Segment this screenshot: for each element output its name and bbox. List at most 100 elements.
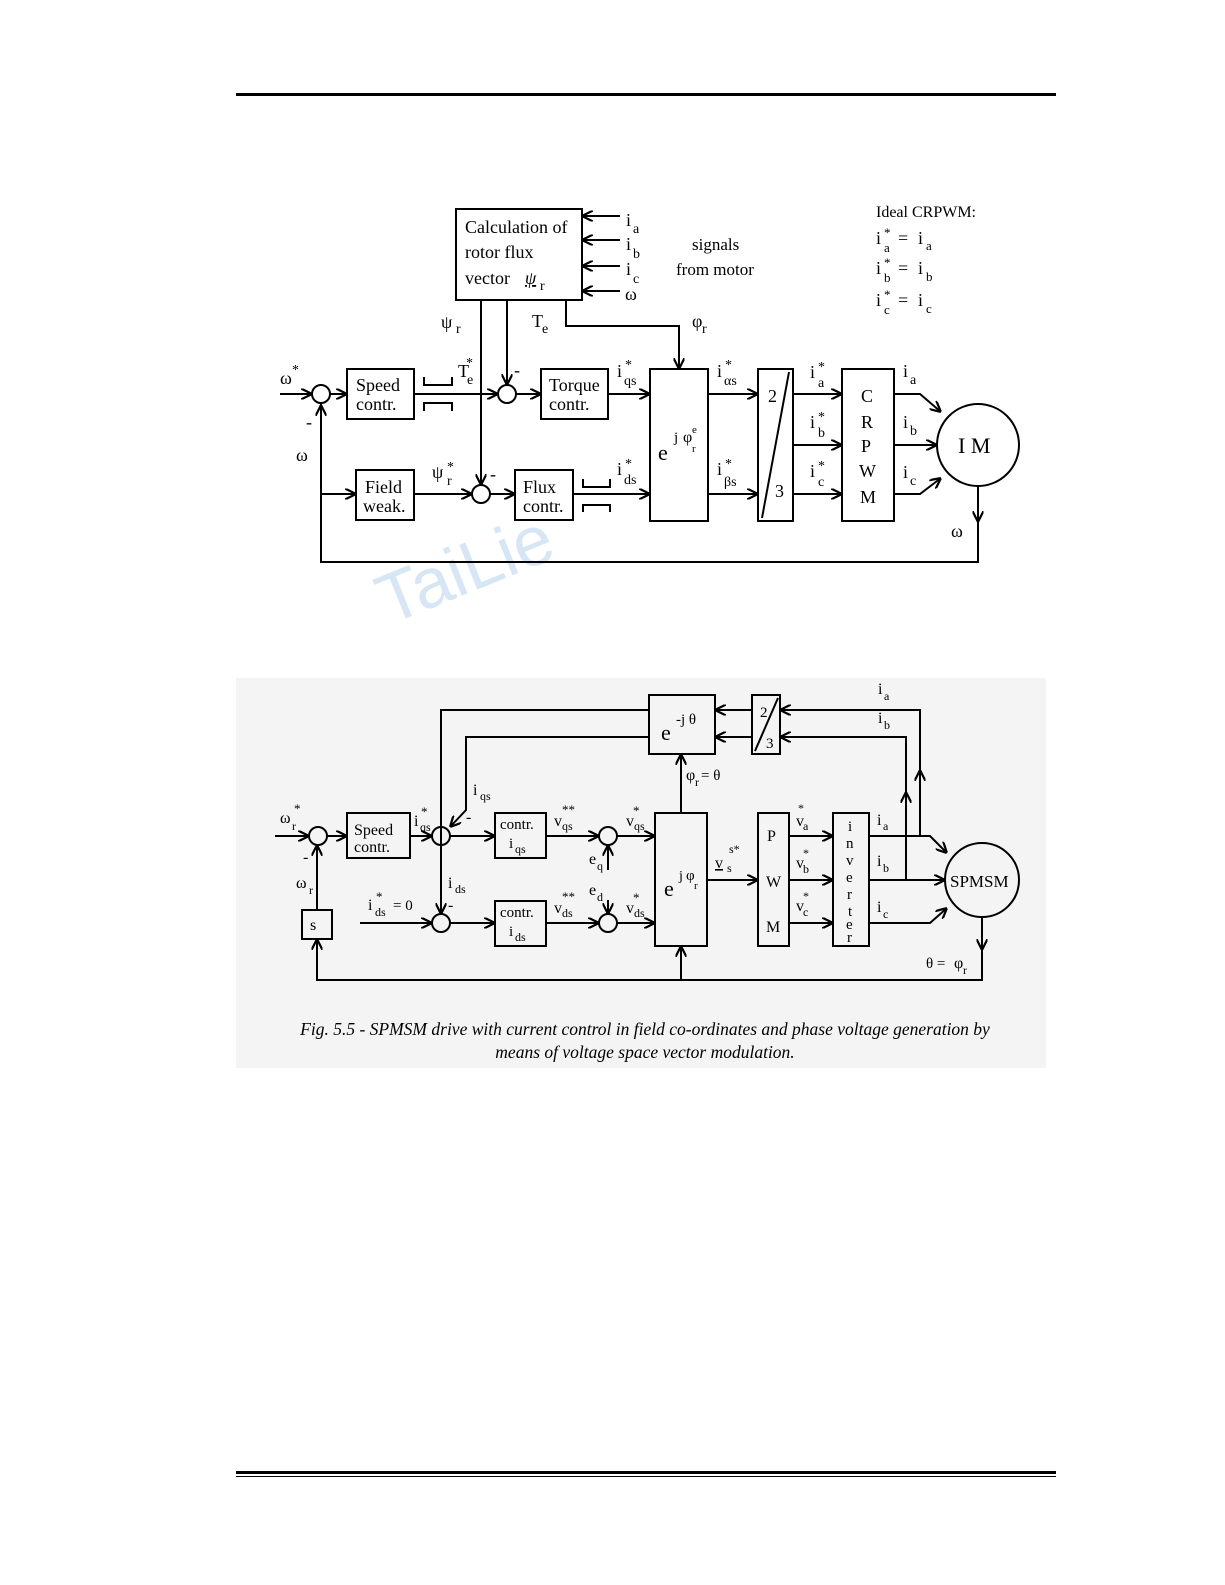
calc-line1: Calculation of <box>465 217 567 237</box>
svg-text:-: - <box>490 464 496 484</box>
lbl-eq: e <box>589 851 596 868</box>
figure-im-drive <box>280 208 1020 563</box>
input-ia: i <box>626 210 631 230</box>
svg-text:q: q <box>597 859 603 873</box>
figure-caption: Fig. 5.5 - SPMSM drive with current cont… <box>250 1018 1040 1064</box>
svg-text:j: j <box>673 430 678 446</box>
svg-text:e: e <box>692 424 697 436</box>
svg-text:-: - <box>306 412 312 432</box>
lbl-ibeta: i <box>717 459 722 479</box>
svg-text:-j θ: -j θ <box>676 712 696 728</box>
svg-text:ds: ds <box>562 906 573 920</box>
ideal-eq-b: i * b = i b <box>876 255 933 285</box>
flux-line2: contr. <box>523 496 564 516</box>
crpwm-p: P <box>861 436 871 456</box>
svg-text:*: * <box>466 356 473 371</box>
svg-text:b: b <box>884 718 890 732</box>
svg-text:-: - <box>514 360 520 380</box>
sum-torque <box>497 384 517 404</box>
lbl-iqs-ref: i <box>414 813 419 830</box>
svg-text:*: * <box>884 255 891 270</box>
svg-text:qs: qs <box>562 819 573 833</box>
speed2-line2: contr. <box>354 839 390 856</box>
svg-text:*: * <box>421 804 428 819</box>
svg-text:s: s <box>727 861 732 875</box>
lbl-ialpha: i <box>717 361 722 381</box>
svg-text:qs: qs <box>624 374 636 389</box>
lbl-ib-2: i <box>877 853 882 870</box>
svg-text:c: c <box>926 301 932 316</box>
torque-line2: contr. <box>549 394 590 414</box>
contr-ids-line1: contr. <box>500 905 534 921</box>
svg-text:a: a <box>818 376 825 391</box>
svg-text:*: * <box>884 287 891 302</box>
inv-l4: e <box>846 870 853 886</box>
svg-text:b: b <box>926 269 933 284</box>
svg-text:= θ: = θ <box>701 768 720 784</box>
lbl-te: T <box>532 311 543 331</box>
lbl-iqs: i <box>617 361 622 381</box>
lbl-ed: e <box>589 882 596 899</box>
svg-text:*: * <box>376 889 383 904</box>
svg-text:βs: βs <box>724 475 737 490</box>
svg-text:i: i <box>509 836 513 852</box>
pwm-p: P <box>767 828 776 845</box>
svg-text:qs: qs <box>480 789 491 803</box>
conv-2-3-block-2 <box>751 694 781 755</box>
lbl-ib-ref: i <box>810 412 815 432</box>
svg-text:**: ** <box>562 802 575 817</box>
lbl-vqs: v <box>626 813 634 830</box>
svg-text:**: ** <box>562 889 575 904</box>
motor-im: I M <box>958 433 990 458</box>
svg-text:c: c <box>803 905 808 919</box>
lbl-vds: v <box>626 900 634 917</box>
svg-text:*: * <box>798 801 804 815</box>
svg-text:*: * <box>818 360 825 375</box>
svg-text:e: e <box>467 373 473 388</box>
field-line1: Field <box>365 477 402 497</box>
inv-l1: i <box>848 819 852 835</box>
lbl-ia-fb: i <box>878 681 883 698</box>
lbl-ic: i <box>903 462 908 482</box>
svg-text:r: r <box>702 322 707 337</box>
svg-text:φ: φ <box>686 868 695 884</box>
svg-text:*: * <box>818 410 825 425</box>
inv-l6: t <box>848 904 853 920</box>
svg-text:b: b <box>883 861 889 875</box>
lbl-ia: i <box>903 361 908 381</box>
svg-text:i: i <box>876 290 881 310</box>
inv-l3: v <box>846 853 854 869</box>
contr-iqs-line1: contr. <box>500 817 534 833</box>
lbl-omega-out: ω <box>951 521 963 541</box>
lbl-vc: v <box>796 898 804 915</box>
input-ia-sub: a <box>633 222 640 237</box>
figure-spmsm-drive <box>275 694 1020 981</box>
svg-text:ds: ds <box>375 905 386 919</box>
signals-line1: signals <box>692 235 739 254</box>
svg-text:r: r <box>456 322 461 337</box>
lbl-iqs-fb: i <box>473 782 478 799</box>
svg-text:*: * <box>625 358 632 373</box>
lbl-omega-fb: ω <box>296 445 308 465</box>
svg-text:i: i <box>876 228 881 248</box>
svg-text:-: - <box>448 897 453 914</box>
svg-text:r: r <box>695 775 699 789</box>
lbl-ib-fb: i <box>878 710 883 727</box>
speed-line2: contr. <box>356 394 397 414</box>
conv-2: 2 <box>768 386 777 406</box>
svg-text:c: c <box>910 474 916 489</box>
svg-text:c: c <box>883 907 888 921</box>
lbl-vs: v <box>715 855 723 872</box>
sum-flux <box>471 484 491 504</box>
svg-text:*: * <box>292 363 299 378</box>
lbl-ic-ref: i <box>810 461 815 481</box>
svg-text:i: i <box>918 290 923 310</box>
svg-text:-: - <box>303 849 308 866</box>
lbl-ids-ref: i <box>368 897 373 914</box>
lbl-ia-2: i <box>877 812 882 829</box>
svg-text:r: r <box>692 443 696 455</box>
conv2-2: 2 <box>760 705 768 721</box>
svg-text:r: r <box>447 474 452 489</box>
speed2-line1: Speed <box>354 822 393 839</box>
calc-psi: ψ <box>525 268 537 288</box>
